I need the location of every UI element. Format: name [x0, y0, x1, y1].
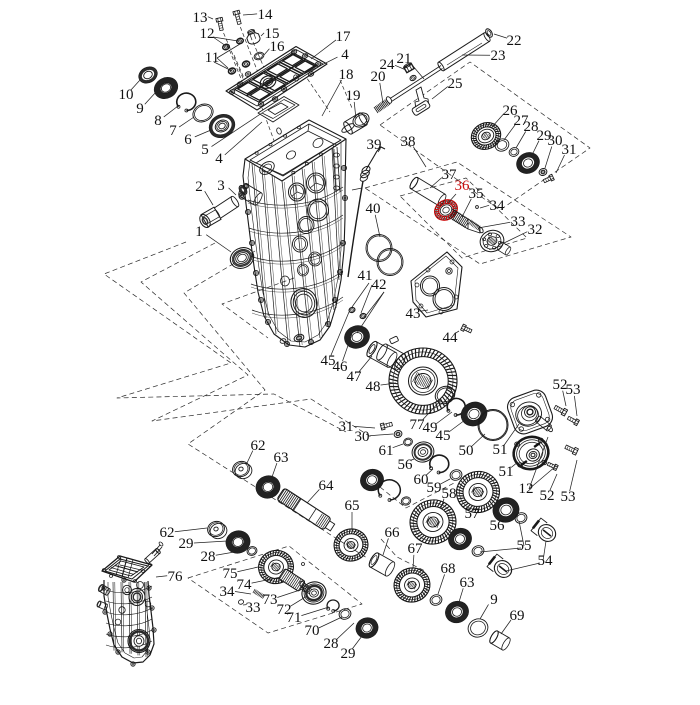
- svg-text:28: 28: [324, 636, 339, 652]
- svg-text:52: 52: [540, 488, 555, 504]
- svg-text:21: 21: [397, 51, 412, 67]
- svg-text:70: 70: [305, 623, 320, 639]
- svg-text:2: 2: [195, 179, 203, 195]
- svg-text:41: 41: [358, 268, 373, 284]
- svg-text:54: 54: [538, 553, 554, 569]
- svg-text:74: 74: [237, 577, 253, 593]
- svg-text:6: 6: [184, 132, 192, 148]
- svg-text:65: 65: [345, 498, 360, 514]
- svg-text:50: 50: [459, 443, 474, 459]
- svg-text:76: 76: [168, 569, 184, 585]
- svg-text:67: 67: [408, 541, 424, 557]
- svg-text:8: 8: [154, 113, 162, 129]
- svg-text:34: 34: [220, 584, 236, 600]
- svg-text:42: 42: [372, 277, 387, 293]
- svg-text:34: 34: [490, 198, 506, 214]
- svg-text:22: 22: [507, 33, 522, 49]
- svg-text:59: 59: [427, 480, 442, 496]
- svg-text:51: 51: [499, 464, 514, 480]
- svg-text:16: 16: [270, 39, 286, 55]
- svg-text:25: 25: [448, 76, 463, 92]
- svg-text:33: 33: [246, 600, 261, 616]
- svg-text:56: 56: [398, 457, 414, 473]
- svg-text:13: 13: [193, 10, 208, 26]
- svg-text:51: 51: [493, 442, 508, 458]
- svg-text:73: 73: [263, 592, 278, 608]
- svg-text:19: 19: [346, 88, 361, 104]
- svg-text:66: 66: [385, 525, 401, 541]
- svg-text:38: 38: [401, 134, 416, 150]
- svg-text:9: 9: [136, 101, 144, 117]
- svg-text:29: 29: [179, 536, 194, 552]
- svg-text:31: 31: [562, 142, 577, 158]
- svg-text:33: 33: [511, 214, 526, 230]
- svg-text:32: 32: [528, 222, 543, 238]
- svg-text:3: 3: [217, 178, 225, 194]
- svg-text:48: 48: [366, 379, 381, 395]
- svg-text:57: 57: [465, 506, 481, 522]
- svg-text:24: 24: [380, 57, 396, 73]
- svg-text:12: 12: [200, 26, 215, 42]
- svg-text:29: 29: [341, 646, 356, 662]
- svg-text:71: 71: [287, 610, 302, 626]
- svg-text:75: 75: [223, 566, 238, 582]
- svg-text:44: 44: [443, 330, 459, 346]
- svg-text:5: 5: [201, 142, 209, 158]
- svg-text:1: 1: [195, 224, 203, 240]
- svg-text:63: 63: [460, 575, 475, 591]
- svg-text:7: 7: [169, 123, 177, 139]
- svg-text:4: 4: [215, 151, 223, 167]
- svg-text:68: 68: [441, 561, 456, 577]
- svg-text:30: 30: [548, 133, 563, 149]
- svg-text:30: 30: [355, 429, 370, 445]
- svg-text:36: 36: [455, 178, 471, 194]
- svg-text:17: 17: [336, 29, 352, 45]
- svg-text:18: 18: [339, 67, 354, 83]
- svg-text:43: 43: [406, 306, 421, 322]
- svg-text:28: 28: [201, 549, 216, 565]
- svg-text:31: 31: [339, 419, 354, 435]
- svg-text:9: 9: [490, 592, 498, 608]
- svg-text:23: 23: [491, 48, 506, 64]
- svg-text:53: 53: [561, 489, 576, 505]
- svg-text:62: 62: [160, 525, 175, 541]
- svg-text:64: 64: [319, 478, 335, 494]
- svg-text:69: 69: [510, 608, 525, 624]
- svg-text:40: 40: [366, 201, 381, 217]
- svg-text:63: 63: [274, 450, 289, 466]
- svg-text:53: 53: [566, 382, 581, 398]
- svg-text:45: 45: [436, 428, 451, 444]
- svg-text:62: 62: [251, 438, 266, 454]
- svg-text:61: 61: [379, 443, 394, 459]
- svg-text:4: 4: [341, 47, 349, 63]
- svg-text:14: 14: [258, 7, 274, 23]
